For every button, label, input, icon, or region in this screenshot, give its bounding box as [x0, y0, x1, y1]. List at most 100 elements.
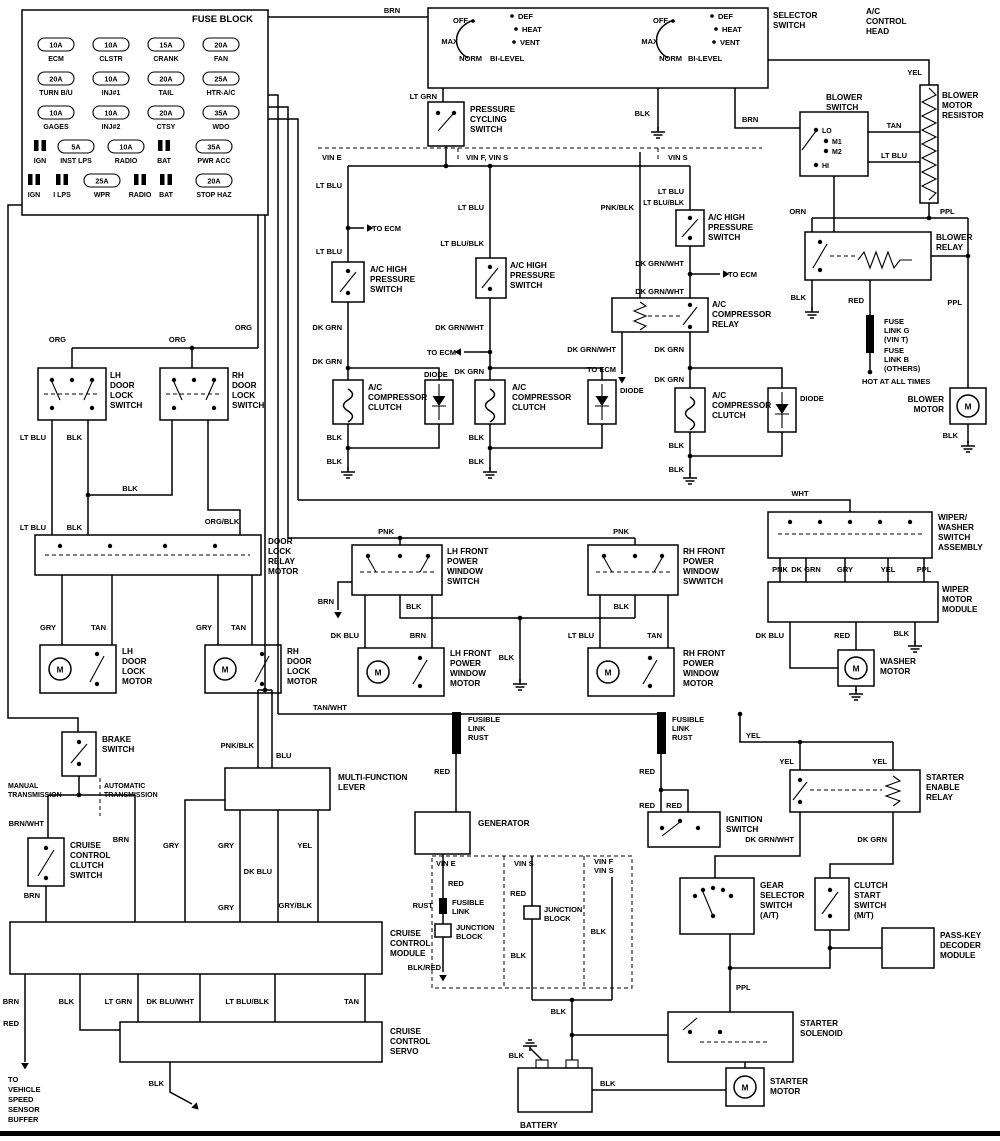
clutch-start-switch-label: START: [854, 891, 881, 900]
wire-color-label: BLU: [276, 751, 291, 760]
junction-dot: [813, 127, 819, 133]
wire-color-label: RED: [434, 767, 450, 776]
rh-window-motor-box: [587, 647, 675, 697]
fuse-name: BAT: [159, 192, 174, 199]
wire-color-label: DK GRN: [654, 375, 684, 384]
wire-color-label: TAN: [231, 623, 246, 632]
wire-color-label: PPL: [736, 983, 751, 992]
rh-door-lock-switch-label: LOCK: [232, 391, 255, 400]
fusible-link-rust-label: LINK: [672, 724, 690, 733]
power-window-circuit: PNK PNK LH FRONT POWER WINDOW SWITCH BRN…: [288, 527, 725, 697]
fuse-block-title: FUSE BLOCK: [192, 13, 253, 24]
fusible-link-label: FUSIBLE: [452, 898, 484, 907]
wire-color-label: WHT: [791, 489, 808, 498]
fuse-amp: 10A: [104, 109, 117, 118]
junction-dot: [687, 302, 693, 308]
junction-dot: [823, 148, 829, 154]
junction-dot: [965, 253, 971, 259]
fuse-amp: 10A: [49, 41, 62, 50]
ignition-switch-label: IGNITION: [726, 815, 762, 824]
junction-dot: [847, 519, 853, 525]
wiper-motor-module-label: MOTOR: [942, 595, 972, 604]
fuse-link-g-label: FUSE: [884, 317, 904, 326]
junction-dot: [710, 885, 716, 891]
speed-sensor-buffer-label: TO: [8, 1075, 18, 1084]
junction-dot: [171, 405, 177, 411]
wire-color-label: GRY: [163, 841, 179, 850]
fuse-amp: 20A: [207, 177, 220, 186]
wiper-washer-circuit: WHT WIPER/ WASHER SWITCH ASSEMBLY PNK DK…: [298, 489, 983, 701]
junction-dot: [659, 553, 665, 559]
wire-color-label: BLK: [669, 465, 685, 474]
multi-function-lever-label: LEVER: [338, 783, 365, 792]
rh-window-switch-box: [587, 544, 679, 596]
wire-color-label: RED: [666, 801, 682, 810]
wire-color-label: M2: [832, 149, 842, 156]
ac-hp-switch-label: A/C HIGH: [708, 213, 745, 222]
wire-color-label: DK GRN: [791, 565, 821, 574]
fuse-amp: 10A: [104, 41, 117, 50]
wire-segment: [432, 396, 446, 406]
junction-dot: [907, 519, 913, 525]
fusible-link-rust-label: LINK: [468, 724, 486, 733]
wire-color-label: HI: [822, 163, 829, 170]
wire-color-label: YEL: [779, 757, 794, 766]
lh-door-lock-switch-label: SWITCH: [110, 401, 142, 410]
fuse-name: CRANK: [153, 56, 178, 63]
door-lock-relay-label: LOCK: [268, 547, 291, 556]
fuse-amp: 35A: [207, 143, 220, 152]
junction-dot: [365, 553, 371, 559]
wire-segment: [61, 575, 253, 645]
wire-color-label: DK BLU: [756, 631, 784, 640]
wire-color-label: RED: [639, 801, 655, 810]
ac-hp-switch-label: PRESSURE: [370, 275, 416, 284]
wire-color-label: RED: [3, 1019, 19, 1028]
wire-segment: [298, 499, 851, 512]
wire-segment: [339, 271, 357, 293]
wire-color-label: GRY: [837, 565, 853, 574]
fuse-block-feed-wires: BRN: [7, 6, 428, 768]
wire-segment: [801, 130, 817, 151]
fuse-name: INJ#2: [102, 124, 121, 131]
lh-door-lock-switch-label: LH: [110, 371, 121, 380]
pressure-cycling-switch: PRESSURE CYCLING SWITCH: [427, 101, 516, 166]
ground-icon: [512, 678, 528, 691]
clutch-start-switch-box: [814, 877, 850, 931]
motor-m: M: [57, 666, 64, 675]
junction-block-box: [523, 905, 541, 920]
wire-segment: [603, 557, 663, 573]
fuse-amp: 20A: [159, 75, 172, 84]
selector-switch-box: [427, 7, 769, 89]
wire-segment: [642, 659, 658, 685]
fuse-amp: 25A: [95, 177, 108, 186]
symbol-icon: [34, 140, 46, 151]
wire-color-label: TAN: [344, 997, 359, 1006]
lh-window-switch-box: [351, 544, 443, 596]
wiper-switch-label: ASSEMBLY: [938, 543, 983, 552]
vin-f-label: VIN F: [594, 857, 614, 866]
wire-segment: [71, 347, 258, 368]
lh-window-motor-label: MOTOR: [450, 679, 480, 688]
blower-motor-label: BLOWER: [908, 395, 944, 404]
vin-e-label: VIN E: [322, 153, 342, 162]
wire-color-label: DEF: [718, 12, 733, 21]
fuse-amp: 15A: [159, 41, 172, 50]
wire-color-label: ORG/BLK: [205, 517, 240, 526]
junction-dot: [692, 893, 698, 899]
wire-color-label: BLK: [67, 433, 83, 442]
wire-color-label: DK GRN: [312, 323, 342, 332]
motor-m: M: [965, 403, 972, 412]
fuse-name: IGN: [28, 192, 40, 199]
to-ecm-label: TO ECM: [587, 365, 616, 374]
junction-dot: [512, 40, 516, 44]
pass-key-decoder-label: MODULE: [940, 951, 976, 960]
wire-color-label: BLK: [469, 433, 485, 442]
wire-segment: [729, 930, 882, 1012]
cruise-servo-box: [119, 1021, 383, 1063]
fuse-name: CLSTR: [99, 56, 122, 63]
ground-icon: [522, 1039, 538, 1052]
pressure-cycling-switch-label: SWITCH: [470, 125, 502, 134]
pass-key-decoder-box: [881, 927, 935, 969]
junction-dot: [443, 163, 449, 169]
